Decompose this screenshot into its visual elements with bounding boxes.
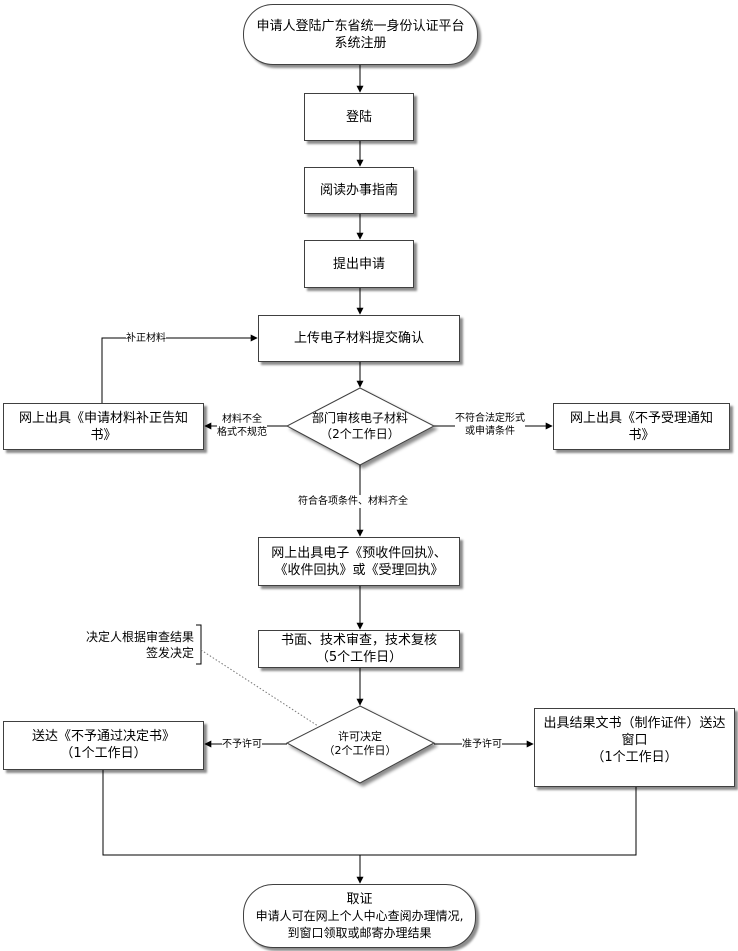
submit-application-step-text: 提出申请 — [332, 256, 385, 272]
approve-line3: （1个工作日） — [591, 750, 678, 765]
review-decision-text: 部门审核电子材料 （2个工作日） — [300, 410, 420, 442]
upload-step: 上传电子材料提交确认 — [258, 315, 460, 362]
permit-decision-line2: （2个工作日） — [323, 744, 397, 757]
deny-step: 送达《不予通过决定书》 （1个工作日） — [3, 721, 204, 770]
label-not-compliant-line2: 或申请条件 — [465, 426, 515, 437]
start-text-line1: 申请人登陆广东省统一身份认证平台 — [256, 18, 465, 34]
approve-line2: 窗口 — [621, 733, 648, 748]
correction-notice-line1: 网上出具《申请材料补正告知 — [18, 411, 188, 426]
decision-note: 决定人根据审查结果 签发决定 — [70, 629, 194, 661]
label-not-compliant-line1: 不符合法定形式 — [455, 413, 525, 424]
end-terminal: 取证 申请人可在网上个人中心查阅办理情况, 到窗口领取或邮寄办理结果 — [243, 884, 476, 948]
label-incomplete-line1: 材料不全 — [222, 414, 262, 425]
receipt-step: 网上出具电子《预收件回执》、 《收件回执》或《受理回执》 — [258, 537, 460, 586]
login-step: 登陆 — [304, 93, 414, 141]
arrow-supplement-loop — [101, 334, 258, 403]
start-terminal: 申请人登陆广东省统一身份认证平台 系统注册 — [243, 4, 478, 65]
permit-decision-line1: 许可决定 — [338, 730, 382, 743]
upload-step-text: 上传电子材料提交确认 — [293, 331, 424, 346]
label-not-permitted: 不予许可 — [222, 738, 262, 751]
label-compliant: 符合各项条件、材料齐全 — [298, 495, 408, 508]
correction-notice-step: 网上出具《申请材料补正告知 书》 — [3, 403, 204, 450]
tech-review-step: 书面、技术审查，技术复核 （5个工作日） — [258, 630, 460, 668]
label-incomplete: 材料不全 格式不规范 — [217, 413, 267, 439]
reject-notice-line1: 网上出具《不予受理通知 — [569, 411, 713, 426]
line-approve-merge — [360, 787, 637, 856]
end-line1: 取证 — [346, 891, 373, 907]
note-dotted-line — [200, 649, 319, 727]
start-text-line2: 系统注册 — [334, 35, 387, 51]
decision-note-line2: 签发决定 — [145, 646, 194, 660]
permit-decision-text: 许可决定 （2个工作日） — [305, 730, 415, 758]
correction-notice-line2: 书》 — [90, 428, 117, 443]
line-deny-merge — [102, 770, 360, 856]
deny-line1: 送达《不予通过决定书》 — [31, 729, 175, 744]
permit-decision-diamond — [285, 705, 436, 784]
approve-step: 出具结果文书（制作证件）送达 窗口 （1个工作日） — [534, 708, 735, 787]
login-step-text: 登陆 — [345, 109, 372, 125]
receipt-line1: 网上出具电子《预收件回执》、 — [271, 545, 447, 561]
label-supplement: 补正材料 — [126, 332, 166, 345]
tech-review-line2: （5个工作日） — [315, 650, 403, 665]
reject-notice-line2: 书》 — [628, 428, 655, 443]
submit-application-step: 提出申请 — [304, 240, 414, 288]
review-decision-line1: 部门审核电子材料 — [311, 411, 408, 425]
reject-notice-step: 网上出具《不予受理通知 书》 — [553, 403, 730, 450]
tech-review-line1: 书面、技术审查，技术复核 — [280, 633, 437, 648]
end-line2: 申请人可在网上个人中心查阅办理情况, — [255, 908, 464, 923]
label-permitted: 准予许可 — [462, 738, 502, 751]
receipt-line2: 《收件回执》或《受理回执》 — [274, 562, 444, 578]
note-bracket — [196, 624, 202, 665]
end-line3: 到窗口领取或邮寄办理结果 — [287, 925, 432, 940]
label-incomplete-line2: 格式不规范 — [217, 427, 267, 438]
deny-line2: （1个工作日） — [60, 746, 147, 761]
review-decision-line2: （2个工作日） — [320, 427, 400, 441]
approve-line1: 出具结果文书（制作证件）送达 — [543, 716, 726, 731]
read-guide-step-text: 阅读办事指南 — [319, 183, 398, 198]
read-guide-step: 阅读办事指南 — [304, 167, 414, 214]
label-not-compliant: 不符合法定形式 或申请条件 — [455, 412, 525, 438]
decision-note-line1: 决定人根据审查结果 — [85, 630, 194, 644]
